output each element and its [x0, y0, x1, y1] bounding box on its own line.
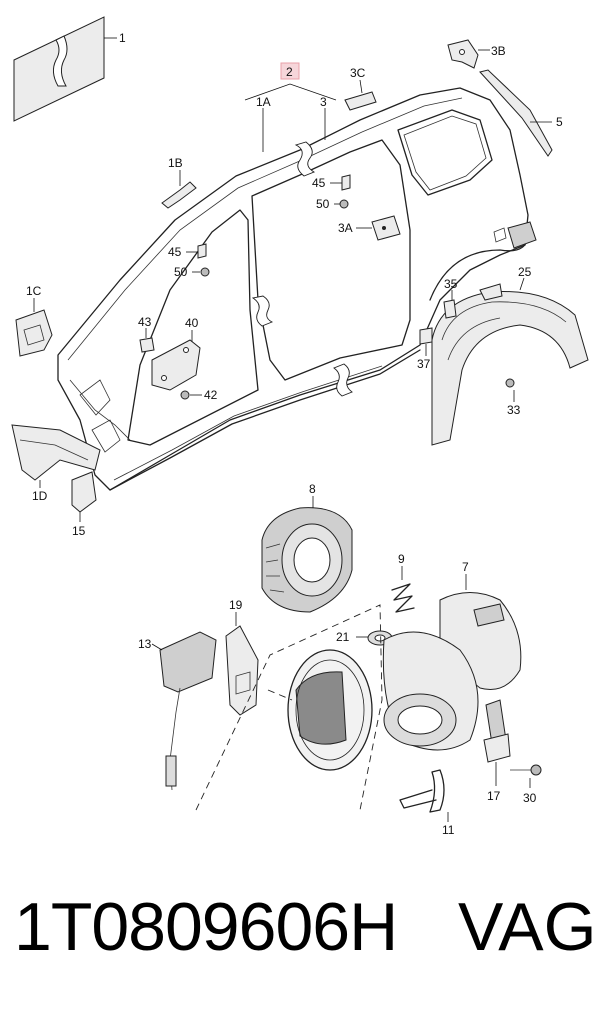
part-50-screw-lower [192, 267, 210, 277]
side-panel [57, 87, 537, 491]
callout-5: 5 [556, 115, 563, 129]
callout-19: 19 [229, 598, 243, 612]
callout-40: 40 [185, 316, 199, 330]
part-30-screw [510, 764, 542, 788]
part-3B-bracket [447, 39, 490, 69]
filler-surround [287, 649, 373, 771]
callout-1B: 1B [168, 156, 183, 170]
callout-43: 43 [138, 315, 152, 329]
part-45-clip-upper [330, 174, 351, 191]
assembly-lines [195, 604, 383, 811]
part-1-label-sheet [13, 16, 117, 122]
part-43-clip [139, 328, 155, 353]
part-number: 1T0809606H [14, 889, 398, 965]
part-15-bracket [71, 471, 97, 522]
part-37-clip [419, 327, 433, 356]
callout-3B: 3B [491, 44, 506, 58]
callout-33: 33 [507, 403, 521, 417]
part-11-drain-hose [399, 769, 449, 822]
callout-17: 17 [487, 789, 501, 803]
callout-3C: 3C [350, 66, 366, 80]
callout-1D: 1D [32, 489, 48, 503]
callout-1C: 1C [26, 284, 42, 298]
callout-13: 13 [138, 637, 152, 651]
part-45-clip-lower [186, 243, 207, 259]
callout-2: 2 [286, 65, 293, 79]
callout-50-lower: 50 [174, 265, 188, 279]
part-25-wheel-liner [431, 277, 589, 446]
callout-25: 25 [518, 265, 532, 279]
filler-neck-ring [382, 631, 479, 751]
parts-diagram: 1 2 1A 3 3C 3B 5 1B 45 50 3A 45 50 1C 43… [11, 16, 589, 837]
callout-9: 9 [398, 552, 405, 566]
callout-50-upper: 50 [316, 197, 330, 211]
callout-1: 1 [119, 31, 126, 45]
part-1B-bracket [161, 170, 197, 209]
part-5-trim-strip [479, 69, 553, 157]
part-13-actuator [151, 631, 217, 791]
part-19-seal [225, 612, 259, 716]
callout-45-lower: 45 [168, 245, 182, 259]
part-50-screw-upper [334, 199, 349, 209]
callout-11: 11 [442, 823, 455, 837]
callout-3: 3 [320, 95, 327, 109]
brand-name: VAG [458, 889, 597, 965]
part-40-bracket [151, 330, 201, 391]
part-33-screw [505, 378, 515, 402]
callout-labels: 1 2 1A 3 3C 3B 5 1B 45 50 3A 45 50 1C 43… [26, 31, 563, 837]
part-3A-bracket [356, 215, 401, 241]
part-1D-bracket [11, 424, 101, 488]
part-42-screw [180, 390, 202, 400]
callout-42: 42 [204, 388, 218, 402]
part-9-spring [391, 566, 415, 613]
callout-7: 7 [462, 560, 469, 574]
callout-45-upper: 45 [312, 176, 326, 190]
callout-8: 8 [309, 482, 316, 496]
part-3C-bracket [344, 79, 377, 111]
callout-21: 21 [336, 630, 350, 644]
callout-1A: 1A [256, 95, 271, 109]
callout-37: 37 [417, 357, 431, 371]
callout-3A: 3A [338, 221, 353, 235]
part-35-clip [443, 290, 457, 319]
callout-30: 30 [523, 791, 537, 805]
part-1C-bracket [15, 298, 53, 357]
callout-bracket-2 [244, 62, 337, 152]
callout-15: 15 [72, 524, 86, 538]
part-17-bracket [483, 699, 511, 786]
callout-35: 35 [444, 277, 458, 291]
part-8-filler-housing [261, 496, 353, 613]
